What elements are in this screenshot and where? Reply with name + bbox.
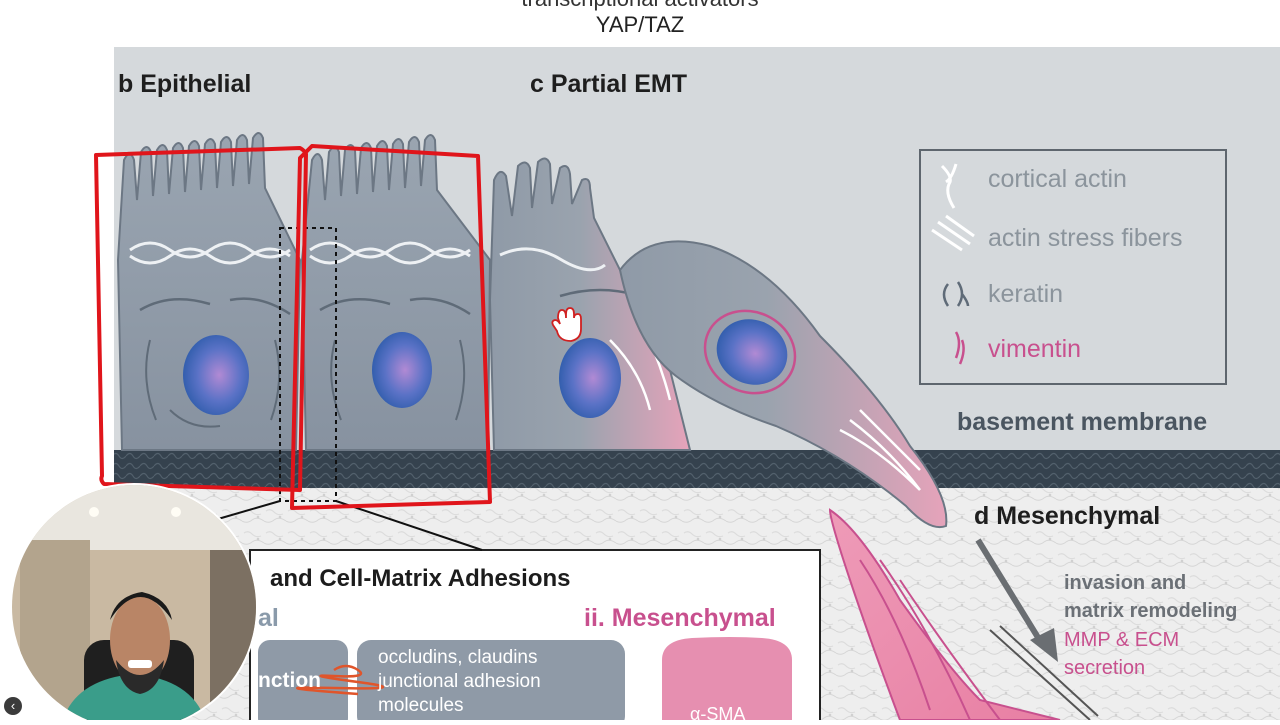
epithelial-cell-1	[116, 132, 302, 451]
invasion-line-1: invasion and	[1064, 572, 1187, 594]
header-partial-line: transcriptional activators	[0, 0, 1280, 12]
matrix-fiber-lines	[989, 625, 1099, 720]
junction-line-1: occludins, claudins	[378, 647, 538, 668]
epithelial-cell-2	[300, 134, 492, 451]
adhesions-i-partial: al	[258, 604, 279, 632]
zoom-selection-box	[279, 227, 337, 502]
keratin-icon	[942, 281, 970, 307]
legend-label-vimentin: vimentin	[988, 335, 1082, 363]
partial-emt-elongated-cell	[618, 240, 948, 528]
annotation-box-cell-1	[94, 146, 308, 492]
alpha-sma-label: α-SMA	[690, 704, 746, 724]
adhesions-ii-label: ii. Mesenchymal	[584, 604, 776, 632]
legend-box	[919, 149, 1227, 385]
panel-c-label: c Partial EMT	[530, 70, 687, 98]
chevron-left-icon[interactable]: ‹	[4, 697, 22, 715]
panel-d-label: d Mesenchymal	[974, 502, 1161, 530]
junction-components-box	[357, 640, 625, 720]
actin-stress-fibers-icon	[931, 214, 975, 252]
invasion-line-3: MMP & ECM	[1064, 629, 1180, 651]
adhesions-title: and Cell-Matrix Adhesions	[270, 565, 571, 592]
vimentin-icon	[954, 331, 965, 365]
presenter-webcam-icon	[10, 483, 258, 720]
cortical-actin-icon	[940, 163, 958, 209]
invasion-line-2: matrix remodeling	[1064, 600, 1238, 622]
annotation-box-cell-2	[290, 144, 492, 510]
junction-line-3: molecules	[378, 695, 464, 716]
panel-b-label: b Epithelial	[118, 70, 252, 98]
hand-cursor-icon	[551, 307, 582, 342]
header-title: YAP/TAZ	[595, 12, 685, 37]
junction-line-2: junctional adhesion	[378, 671, 541, 692]
invasion-arrow-shaft	[975, 538, 1045, 646]
legend-label-cortical-actin: cortical actin	[988, 165, 1127, 193]
invasion-arrow-head	[1030, 628, 1058, 662]
legend-label-keratin: keratin	[988, 280, 1064, 308]
tight-junction-box	[258, 640, 348, 720]
occludin-strands-icon	[296, 664, 385, 696]
invasion-line-4: secretion	[1064, 657, 1146, 679]
junction-word: nction	[258, 669, 321, 692]
alpha-sma-box	[662, 637, 792, 720]
basement-membrane-label: basement membrane	[957, 408, 1208, 436]
mesenchymal-cell	[828, 508, 1061, 720]
zoom-line-right	[335, 500, 483, 551]
basement-membrane	[114, 450, 1280, 488]
legend-label-actin-stress-fibers: actin stress fibers	[988, 224, 1183, 252]
zoom-line-left	[217, 500, 281, 520]
